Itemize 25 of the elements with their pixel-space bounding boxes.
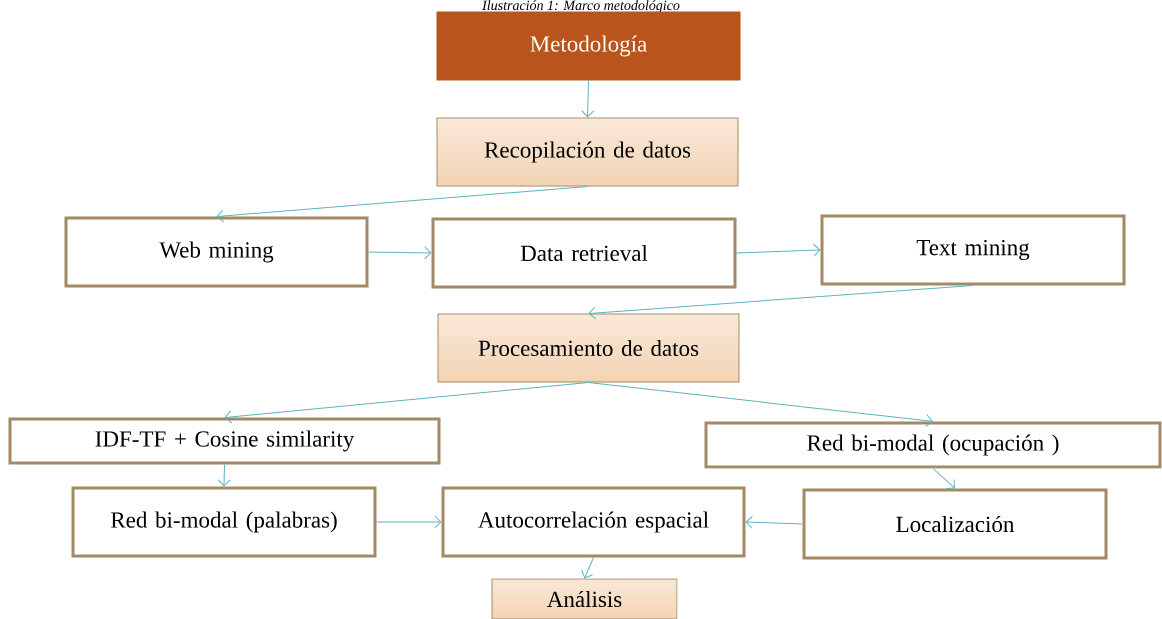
arrow (224, 382, 589, 424)
arrow (376, 515, 442, 529)
stage-box: Procesamiento de datos (437, 313, 740, 383)
arrow (588, 285, 974, 320)
process-box: Red bi-modal (palabras) (71, 486, 377, 558)
process-box: Autocorrelación espacial (441, 486, 746, 558)
arrow (216, 186, 588, 223)
figure-caption: Ilustración 1: Marco metodológico (482, 0, 680, 13)
arrow (217, 464, 231, 487)
arrow (745, 515, 803, 529)
process-box: Web mining (64, 216, 369, 288)
process-box: Red bi-modal (ocupación ) (704, 421, 1162, 469)
arrow (932, 468, 955, 489)
process-box: Localización (802, 488, 1108, 560)
process-box: Data retrieval (431, 217, 737, 289)
arrow (581, 80, 595, 118)
title-box: Metodología (436, 11, 741, 81)
process-box: Text mining (820, 214, 1126, 286)
stage-box: Análisis (491, 578, 678, 619)
arrow (368, 246, 432, 260)
arrow (736, 243, 821, 257)
arrow (581, 557, 594, 579)
process-box: IDF-TF + Cosine similarity (8, 417, 441, 465)
stage-box: Recopilación de datos (436, 117, 739, 187)
arrow (588, 382, 933, 428)
